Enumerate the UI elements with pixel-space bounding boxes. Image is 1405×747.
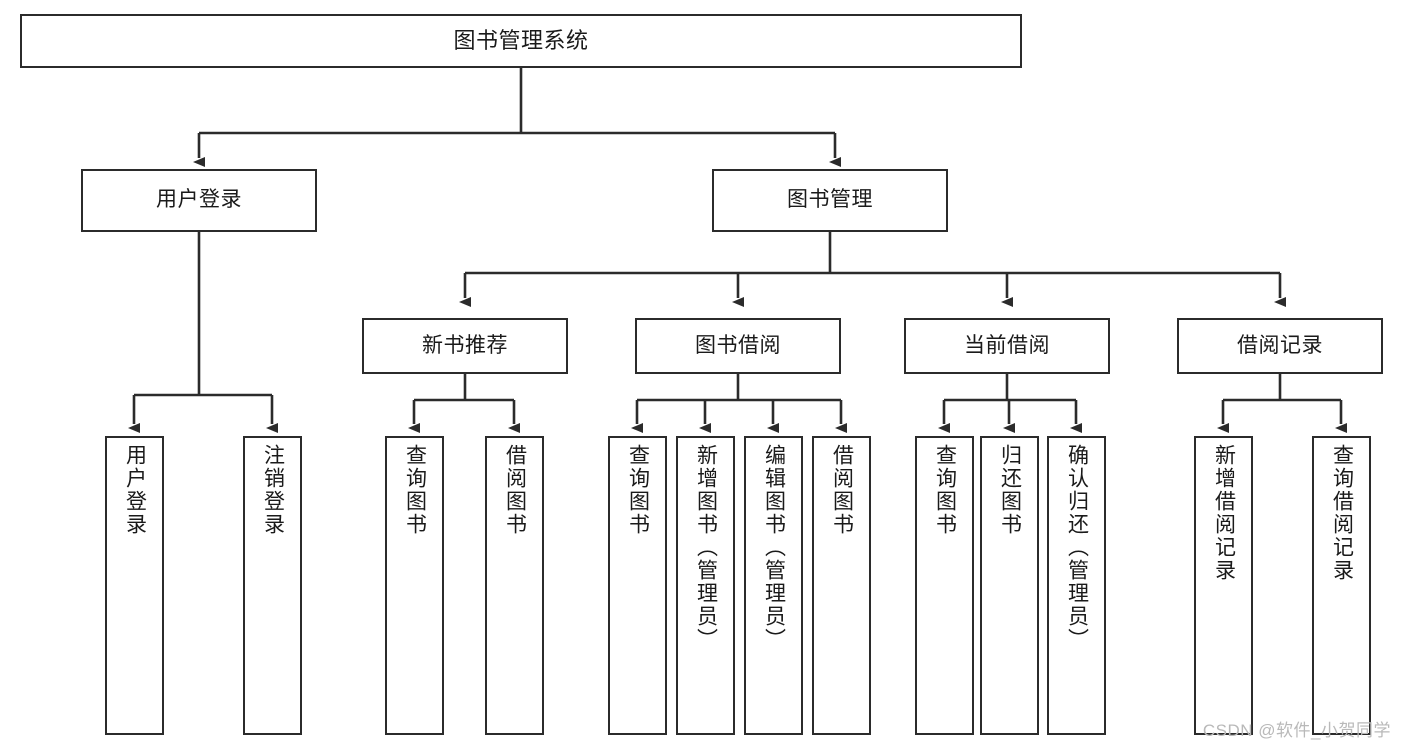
node-new-book-recommend[interactable]: 新书推荐 xyxy=(362,318,568,374)
leaf-add-book[interactable]: 新增图书（管理员） xyxy=(676,436,735,735)
node-label: 查询图书 xyxy=(933,444,957,536)
leaf-user-login[interactable]: 用户登录 xyxy=(105,436,164,735)
node-current-borrow[interactable]: 当前借阅 xyxy=(904,318,1110,374)
leaf-borrow-book-2[interactable]: 借阅图书 xyxy=(812,436,871,735)
node-label: 当前借阅 xyxy=(964,333,1050,357)
node-borrow-record[interactable]: 借阅记录 xyxy=(1177,318,1383,374)
node-root-system[interactable]: 图书管理系统 xyxy=(20,14,1022,68)
node-label: 图书借阅 xyxy=(695,333,781,357)
node-label: 确认归还（管理员） xyxy=(1065,444,1089,651)
leaf-return-book[interactable]: 归还图书 xyxy=(980,436,1039,735)
leaf-query-book-3[interactable]: 查询图书 xyxy=(915,436,974,735)
node-label: 查询图书 xyxy=(626,444,650,536)
node-label: 新增借阅记录 xyxy=(1212,444,1236,582)
leaf-borrow-book-1[interactable]: 借阅图书 xyxy=(485,436,544,735)
node-label: 编辑图书（管理员） xyxy=(762,444,786,651)
leaf-add-record[interactable]: 新增借阅记录 xyxy=(1194,436,1253,735)
leaf-query-book-2[interactable]: 查询图书 xyxy=(608,436,667,735)
node-label: 图书管理 xyxy=(787,188,873,212)
node-book-management[interactable]: 图书管理 xyxy=(712,169,948,232)
node-label: 借阅图书 xyxy=(830,444,854,536)
node-label: 归还图书 xyxy=(998,444,1022,536)
node-user-login[interactable]: 用户登录 xyxy=(81,169,317,232)
leaf-edit-book[interactable]: 编辑图书（管理员） xyxy=(744,436,803,735)
leaf-logout-login[interactable]: 注销登录 xyxy=(243,436,302,735)
node-label: 新增图书（管理员） xyxy=(694,444,718,651)
node-label: 图书管理系统 xyxy=(453,28,589,54)
node-label: 借阅记录 xyxy=(1237,333,1323,357)
leaf-query-book-1[interactable]: 查询图书 xyxy=(385,436,444,735)
node-label: 用户登录 xyxy=(156,188,242,212)
node-label: 注销登录 xyxy=(261,444,285,536)
watermark-csdn: CSDN @软件_小贺同学 xyxy=(1202,721,1391,740)
node-label: 查询借阅记录 xyxy=(1330,444,1354,582)
leaf-confirm-return[interactable]: 确认归还（管理员） xyxy=(1047,436,1106,735)
node-label: 用户登录 xyxy=(123,444,147,536)
node-label: 新书推荐 xyxy=(422,333,508,357)
node-label: 借阅图书 xyxy=(503,444,527,536)
node-label: 查询图书 xyxy=(403,444,427,536)
leaf-query-record[interactable]: 查询借阅记录 xyxy=(1312,436,1371,735)
node-book-borrow[interactable]: 图书借阅 xyxy=(635,318,841,374)
